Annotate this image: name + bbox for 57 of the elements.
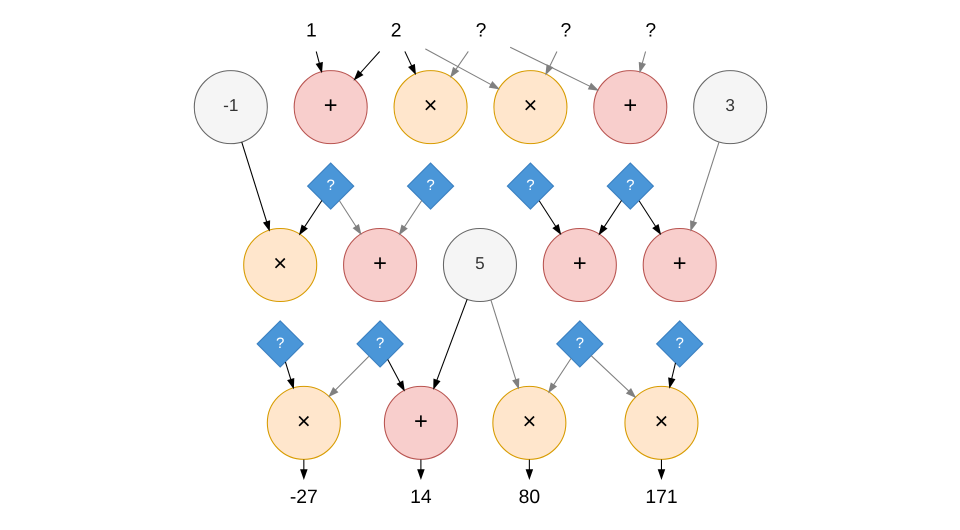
node-text: 1 <box>305 20 316 42</box>
arrow <box>398 200 422 236</box>
arrow <box>284 362 294 390</box>
arrow <box>490 300 519 390</box>
arrow <box>638 51 646 74</box>
arrow <box>509 46 599 91</box>
node-circle: × <box>492 386 566 460</box>
arrow <box>657 460 665 480</box>
arrow <box>450 51 468 78</box>
node-circle: + <box>383 386 458 460</box>
node-text: 14 <box>410 486 432 508</box>
node-diamond: ? <box>555 320 604 368</box>
node-circle: -1 <box>193 70 268 144</box>
arrow <box>690 142 719 232</box>
node-circle: + <box>342 228 417 302</box>
arrow <box>300 460 308 480</box>
node-text: ? <box>560 20 571 42</box>
arrow <box>598 200 622 236</box>
arrow <box>328 356 369 398</box>
node-diamond: ? <box>306 162 354 210</box>
arrow <box>538 200 561 236</box>
node-text: -27 <box>289 486 318 508</box>
node-text: 171 <box>644 486 678 508</box>
node-circle: × <box>393 70 468 144</box>
arrow <box>240 142 270 232</box>
arrow <box>668 362 676 389</box>
node-text: ? <box>475 20 486 42</box>
node-text: 80 <box>518 486 540 508</box>
arrow <box>525 460 533 480</box>
arrow <box>315 51 322 74</box>
node-diamond: ? <box>506 162 554 210</box>
arrow <box>404 51 416 76</box>
arrow <box>424 48 500 90</box>
node-circle: × <box>492 70 567 144</box>
arrow <box>548 358 571 394</box>
node-diamond: ? <box>256 320 304 368</box>
arrow <box>544 51 557 76</box>
node-circle: × <box>242 228 317 302</box>
node-diamond: ? <box>606 162 654 210</box>
arrow <box>590 355 636 398</box>
arrow <box>298 200 322 236</box>
arrow <box>338 200 362 236</box>
node-circle: + <box>642 228 716 302</box>
arrow <box>432 299 468 390</box>
arrow <box>386 359 404 392</box>
arrow <box>638 200 661 236</box>
arrow <box>416 460 424 480</box>
node-circle: 5 <box>442 228 517 302</box>
node-circle: 3 <box>692 70 767 144</box>
node-diamond: ? <box>406 162 454 210</box>
node-text: ? <box>644 20 656 42</box>
node-circle: + <box>592 70 667 144</box>
node-diamond: ? <box>356 320 404 368</box>
node-text: 2 <box>390 20 402 42</box>
node-circle: + <box>542 228 616 302</box>
node-diamond: ? <box>655 320 704 368</box>
arrow <box>353 51 380 81</box>
